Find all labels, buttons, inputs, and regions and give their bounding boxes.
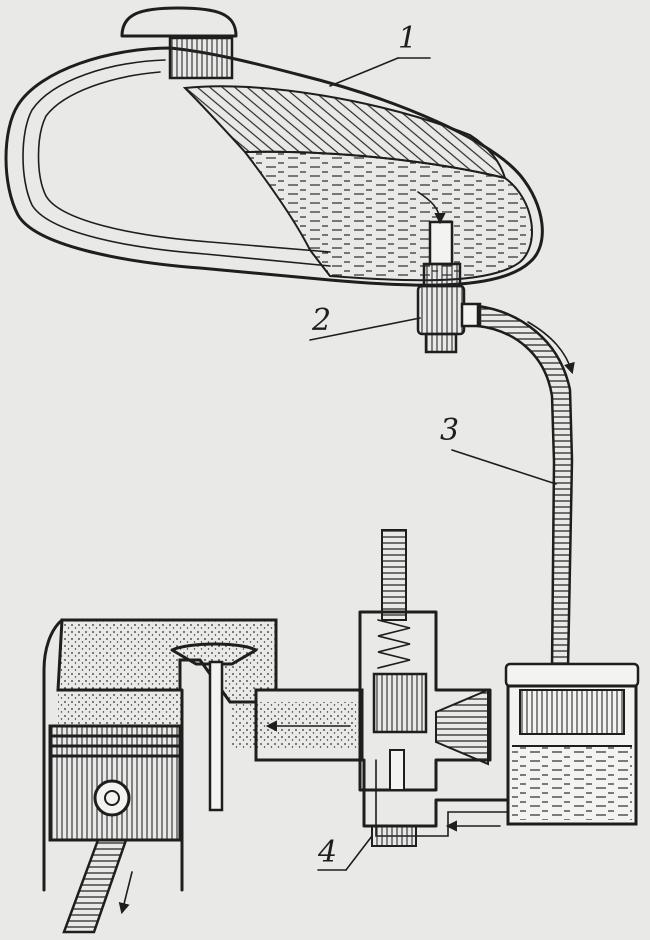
callout-1: 1 <box>329 21 431 87</box>
callout-4: 4 <box>317 835 373 871</box>
carburetor <box>358 529 510 847</box>
tank-flow-arrow <box>417 191 446 225</box>
combustion-chamber <box>58 690 182 726</box>
fuel-tap <box>416 262 482 354</box>
label-4: 4 <box>317 835 337 870</box>
float-chamber-cap <box>504 662 640 688</box>
leader-line-4b <box>345 835 373 871</box>
tank-inner-contour <box>22 59 331 267</box>
air-intake <box>435 688 489 766</box>
label-2: 2 <box>311 303 331 338</box>
callout-2: 2 <box>309 303 421 341</box>
intake-manifold <box>232 688 364 762</box>
label-1: 1 <box>398 21 417 56</box>
tap-body <box>416 284 466 336</box>
carburetor-housing <box>358 610 492 792</box>
fuel-line-flow-arrow <box>527 321 575 375</box>
drain-plug <box>371 825 417 847</box>
float-chamber-fuel <box>512 746 632 820</box>
tank-filler-cap <box>120 6 238 38</box>
engine-cylinder <box>42 618 278 934</box>
intake-valve-stem <box>208 660 224 812</box>
jet-nozzle <box>389 749 405 791</box>
fuel-line <box>476 304 575 670</box>
throttle-screw <box>381 529 407 621</box>
leader-line-1 <box>329 57 399 87</box>
label-3: 3 <box>440 413 459 448</box>
leader-line-3 <box>451 449 557 485</box>
cylinder-head <box>56 618 278 704</box>
tank-inner-contour-2 <box>37 71 331 253</box>
float <box>519 689 625 735</box>
float-chamber <box>504 662 640 826</box>
callout-3: 3 <box>440 413 557 485</box>
fuel-tank <box>4 6 544 287</box>
throttle-spring <box>377 619 411 669</box>
tank-outlet-pipe <box>428 220 454 266</box>
piston-down-arrow <box>118 871 133 915</box>
tank-filler-neck <box>168 36 234 80</box>
connecting-rod <box>62 838 128 934</box>
fuel-line-hose <box>476 304 574 670</box>
fuel-feed-channel-inner <box>375 759 509 837</box>
tap-bottom <box>424 332 458 354</box>
throttle-slide <box>372 672 428 734</box>
fuel-feed-channel <box>362 758 510 828</box>
tap-nut <box>422 262 462 288</box>
intake-valve-head <box>170 642 258 666</box>
tank-vapour-space <box>182 85 507 180</box>
piston-pin-centre <box>104 790 120 806</box>
piston-pin <box>93 779 131 817</box>
leader-line-2 <box>309 317 421 341</box>
